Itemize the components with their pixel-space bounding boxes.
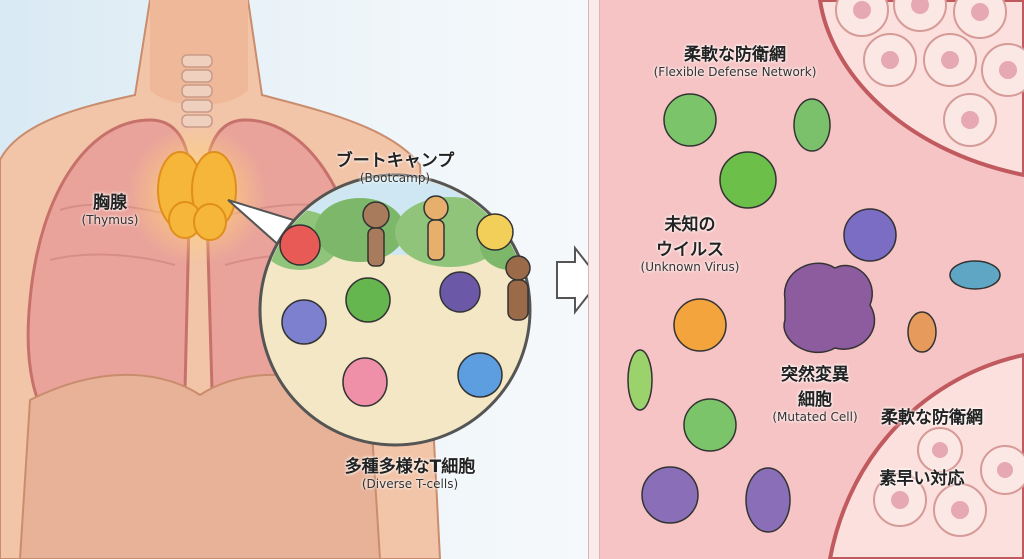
defense-panel: 柔軟な防衛網 (Flexible Defense Network) 未知の ウイ… <box>600 0 1024 559</box>
bootcamp-label-jp: ブートキャンプ <box>335 151 455 171</box>
diverse-label: 多種多様なT細胞 (Diverse T-cells) <box>335 452 485 491</box>
viruses <box>627 98 1001 533</box>
diverse-label-jp: 多種多様なT細胞 <box>344 457 476 477</box>
thymus-gland <box>157 151 237 241</box>
mutated-jp1: 突然変異 <box>781 365 849 385</box>
mutated-label: 突然変異 細胞 (Mutated Cell) <box>760 360 870 424</box>
bootcamp-label: ブートキャンプ (Bootcamp) <box>325 146 465 185</box>
network-bottom-jp: 柔軟な防衛網 <box>881 408 983 428</box>
quick-response-jp: 素早い対応 <box>879 469 965 489</box>
network-top-label: 柔軟な防衛網 (Flexible Defense Network) <box>625 40 845 79</box>
arrow-right <box>556 245 588 315</box>
mutated-en: (Mutated Cell) <box>772 410 858 424</box>
unknown-virus-label: 未知の ウイルス (Unknown Virus) <box>625 210 755 274</box>
body-illustration <box>0 0 588 559</box>
panel-divider <box>588 0 600 559</box>
unknown-virus-jp2: ウイルス <box>656 240 724 260</box>
immune-cells <box>663 93 897 452</box>
unknown-virus-jp1: 未知の <box>664 215 716 235</box>
thymus-label-jp: 胸腺 <box>93 193 127 213</box>
mutated-cell <box>783 262 876 354</box>
quick-response-label: 素早い対応 <box>862 464 982 489</box>
mutated-jp2: 細胞 <box>798 390 832 410</box>
thymus-panel: 胸腺 (Thymus) ブートキャンプ (Bootcamp) 多種多様なT細胞 … <box>0 0 588 559</box>
network-bottom-label: 柔軟な防衛網 <box>862 403 1002 428</box>
bootcamp-cells <box>279 195 531 407</box>
trachea <box>181 54 213 128</box>
unknown-virus-en: (Unknown Virus) <box>640 260 740 274</box>
thymus-label-en: (Thymus) <box>81 213 139 227</box>
thymus-label: 胸腺 (Thymus) <box>70 188 150 227</box>
tissue-illustration <box>627 0 1024 559</box>
network-top-en: (Flexible Defense Network) <box>653 65 817 79</box>
diverse-label-en: (Diverse T-cells) <box>361 477 459 491</box>
bootcamp-label-en: (Bootcamp) <box>359 171 431 185</box>
network-top-jp: 柔軟な防衛網 <box>684 45 786 65</box>
